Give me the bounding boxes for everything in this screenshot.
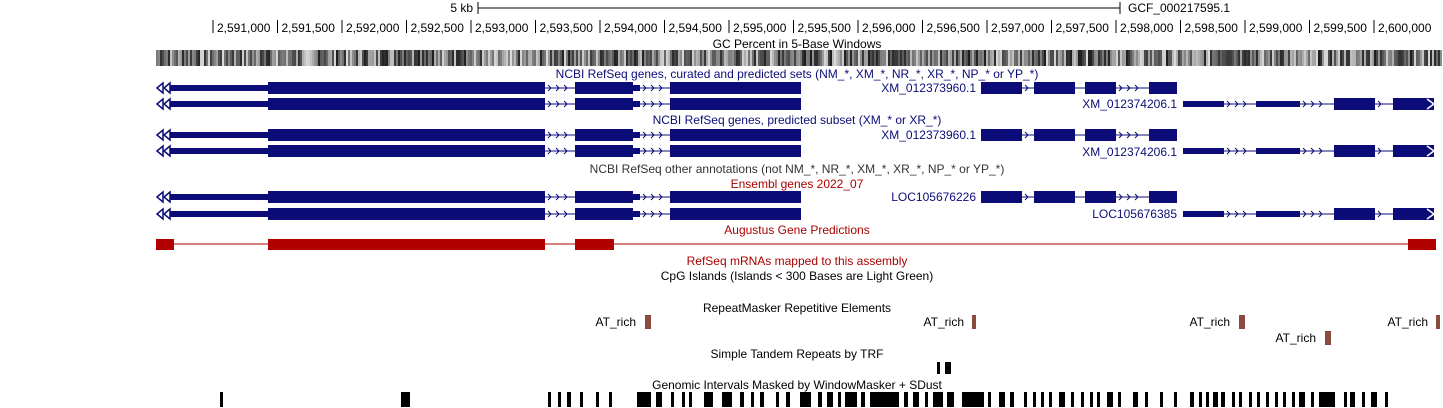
ensembl-track-title[interactable]: Ensembl genes 2022_07 bbox=[731, 177, 864, 191]
refseq-other-track-title[interactable]: NCBI RefSeq other annotations (not NM_*,… bbox=[590, 162, 1005, 176]
cpg-track-title[interactable]: CpG Islands (Islands < 300 Bases are Lig… bbox=[661, 269, 933, 283]
ruler-tick-label: 2,592,500 bbox=[411, 21, 465, 35]
repeat-label[interactable]: AT_rich bbox=[1388, 315, 1428, 329]
repeat-label[interactable]: AT_rich bbox=[924, 315, 964, 329]
ruler-tick-label: 2,599,500 bbox=[1314, 21, 1368, 35]
repeat-label[interactable]: AT_rich bbox=[1276, 331, 1316, 345]
gc-percent-track[interactable] bbox=[156, 50, 1442, 66]
ruler-tick-label: 2,591,000 bbox=[217, 21, 271, 35]
ruler-tick-label: 2,597,000 bbox=[991, 21, 1045, 35]
windowmasker-track[interactable] bbox=[220, 392, 1388, 407]
repeatmasker-track[interactable]: AT_rich AT_rich AT_rich AT_rich AT_rich bbox=[596, 315, 1440, 345]
ensembl-gene-label-2[interactable]: LOC105676385 bbox=[1092, 207, 1177, 221]
ruler-tick-label: 2,591,500 bbox=[282, 21, 336, 35]
ruler-tick-label: 2,598,500 bbox=[1185, 21, 1239, 35]
ruler-tick-label: 2,595,500 bbox=[798, 21, 852, 35]
gc-track-title[interactable]: GC Percent in 5-Base Windows bbox=[713, 37, 882, 51]
ruler-tick-label: 2,599,000 bbox=[1249, 21, 1303, 35]
refseq-predicted-gene-label-1[interactable]: XM_012373960.1 bbox=[881, 128, 976, 142]
augustus-track-title[interactable]: Augustus Gene Predictions bbox=[724, 223, 869, 237]
ruler-tick-label: 2,597,500 bbox=[1056, 21, 1110, 35]
ruler-tick-label: 2,595,000 bbox=[733, 21, 787, 35]
refseq-mrna-track-title[interactable]: RefSeq mRNAs mapped to this assembly bbox=[687, 254, 908, 268]
ruler-tick-label: 2,593,000 bbox=[475, 21, 529, 35]
windowmasker-track-title[interactable]: Genomic Intervals Masked by WindowMasker… bbox=[652, 378, 942, 392]
augustus-track[interactable] bbox=[156, 239, 1436, 250]
refseq-all-track[interactable] bbox=[155, 81, 1436, 111]
ruler-tick-label: 2,600,000 bbox=[1378, 21, 1432, 35]
scale-label: 5 kb bbox=[450, 1, 473, 15]
refseq-all-gene-label-1[interactable]: XM_012373960.1 bbox=[881, 81, 976, 95]
trf-track[interactable] bbox=[937, 362, 951, 374]
ruler-tick-label: 2,594,000 bbox=[604, 21, 658, 35]
base-position-ruler[interactable]: 2,591,000 2,591,500 2,592,000 2,592,500 2,59… bbox=[212, 20, 1432, 35]
repeatmasker-track-title[interactable]: RepeatMasker Repetitive Elements bbox=[703, 301, 891, 315]
repeat-label[interactable]: AT_rich bbox=[596, 315, 636, 329]
scale-bar: 5 kb GCF_000217595.1 bbox=[450, 1, 1230, 15]
refseq-all-gene-label-2[interactable]: XM_012374206.1 bbox=[1082, 97, 1177, 111]
trf-track-title[interactable]: Simple Tandem Repeats by TRF bbox=[711, 347, 884, 361]
ruler-tick-label: 2,594,500 bbox=[669, 21, 723, 35]
ensembl-gene-label-1[interactable]: LOC105676226 bbox=[891, 190, 976, 204]
repeat-label[interactable]: AT_rich bbox=[1190, 315, 1230, 329]
refseq-predicted-gene-label-2[interactable]: XM_012374206.1 bbox=[1082, 145, 1177, 159]
ruler-tick-label: 2,598,000 bbox=[1120, 21, 1174, 35]
refseq-all-track-title[interactable]: NCBI RefSeq genes, curated and predicted… bbox=[556, 67, 1039, 81]
ruler-tick-label: 2,596,000 bbox=[862, 21, 916, 35]
ensembl-track[interactable] bbox=[155, 190, 1436, 221]
ruler-tick-label: 2,592,000 bbox=[346, 21, 400, 35]
ruler-tick-label: 2,593,500 bbox=[540, 21, 594, 35]
ruler-tick-label: 2,596,500 bbox=[927, 21, 981, 35]
assembly-label: GCF_000217595.1 bbox=[1128, 1, 1230, 15]
refseq-predicted-track[interactable] bbox=[155, 128, 1436, 158]
refseq-predicted-track-title[interactable]: NCBI RefSeq genes, predicted subset (XM_… bbox=[653, 113, 942, 127]
